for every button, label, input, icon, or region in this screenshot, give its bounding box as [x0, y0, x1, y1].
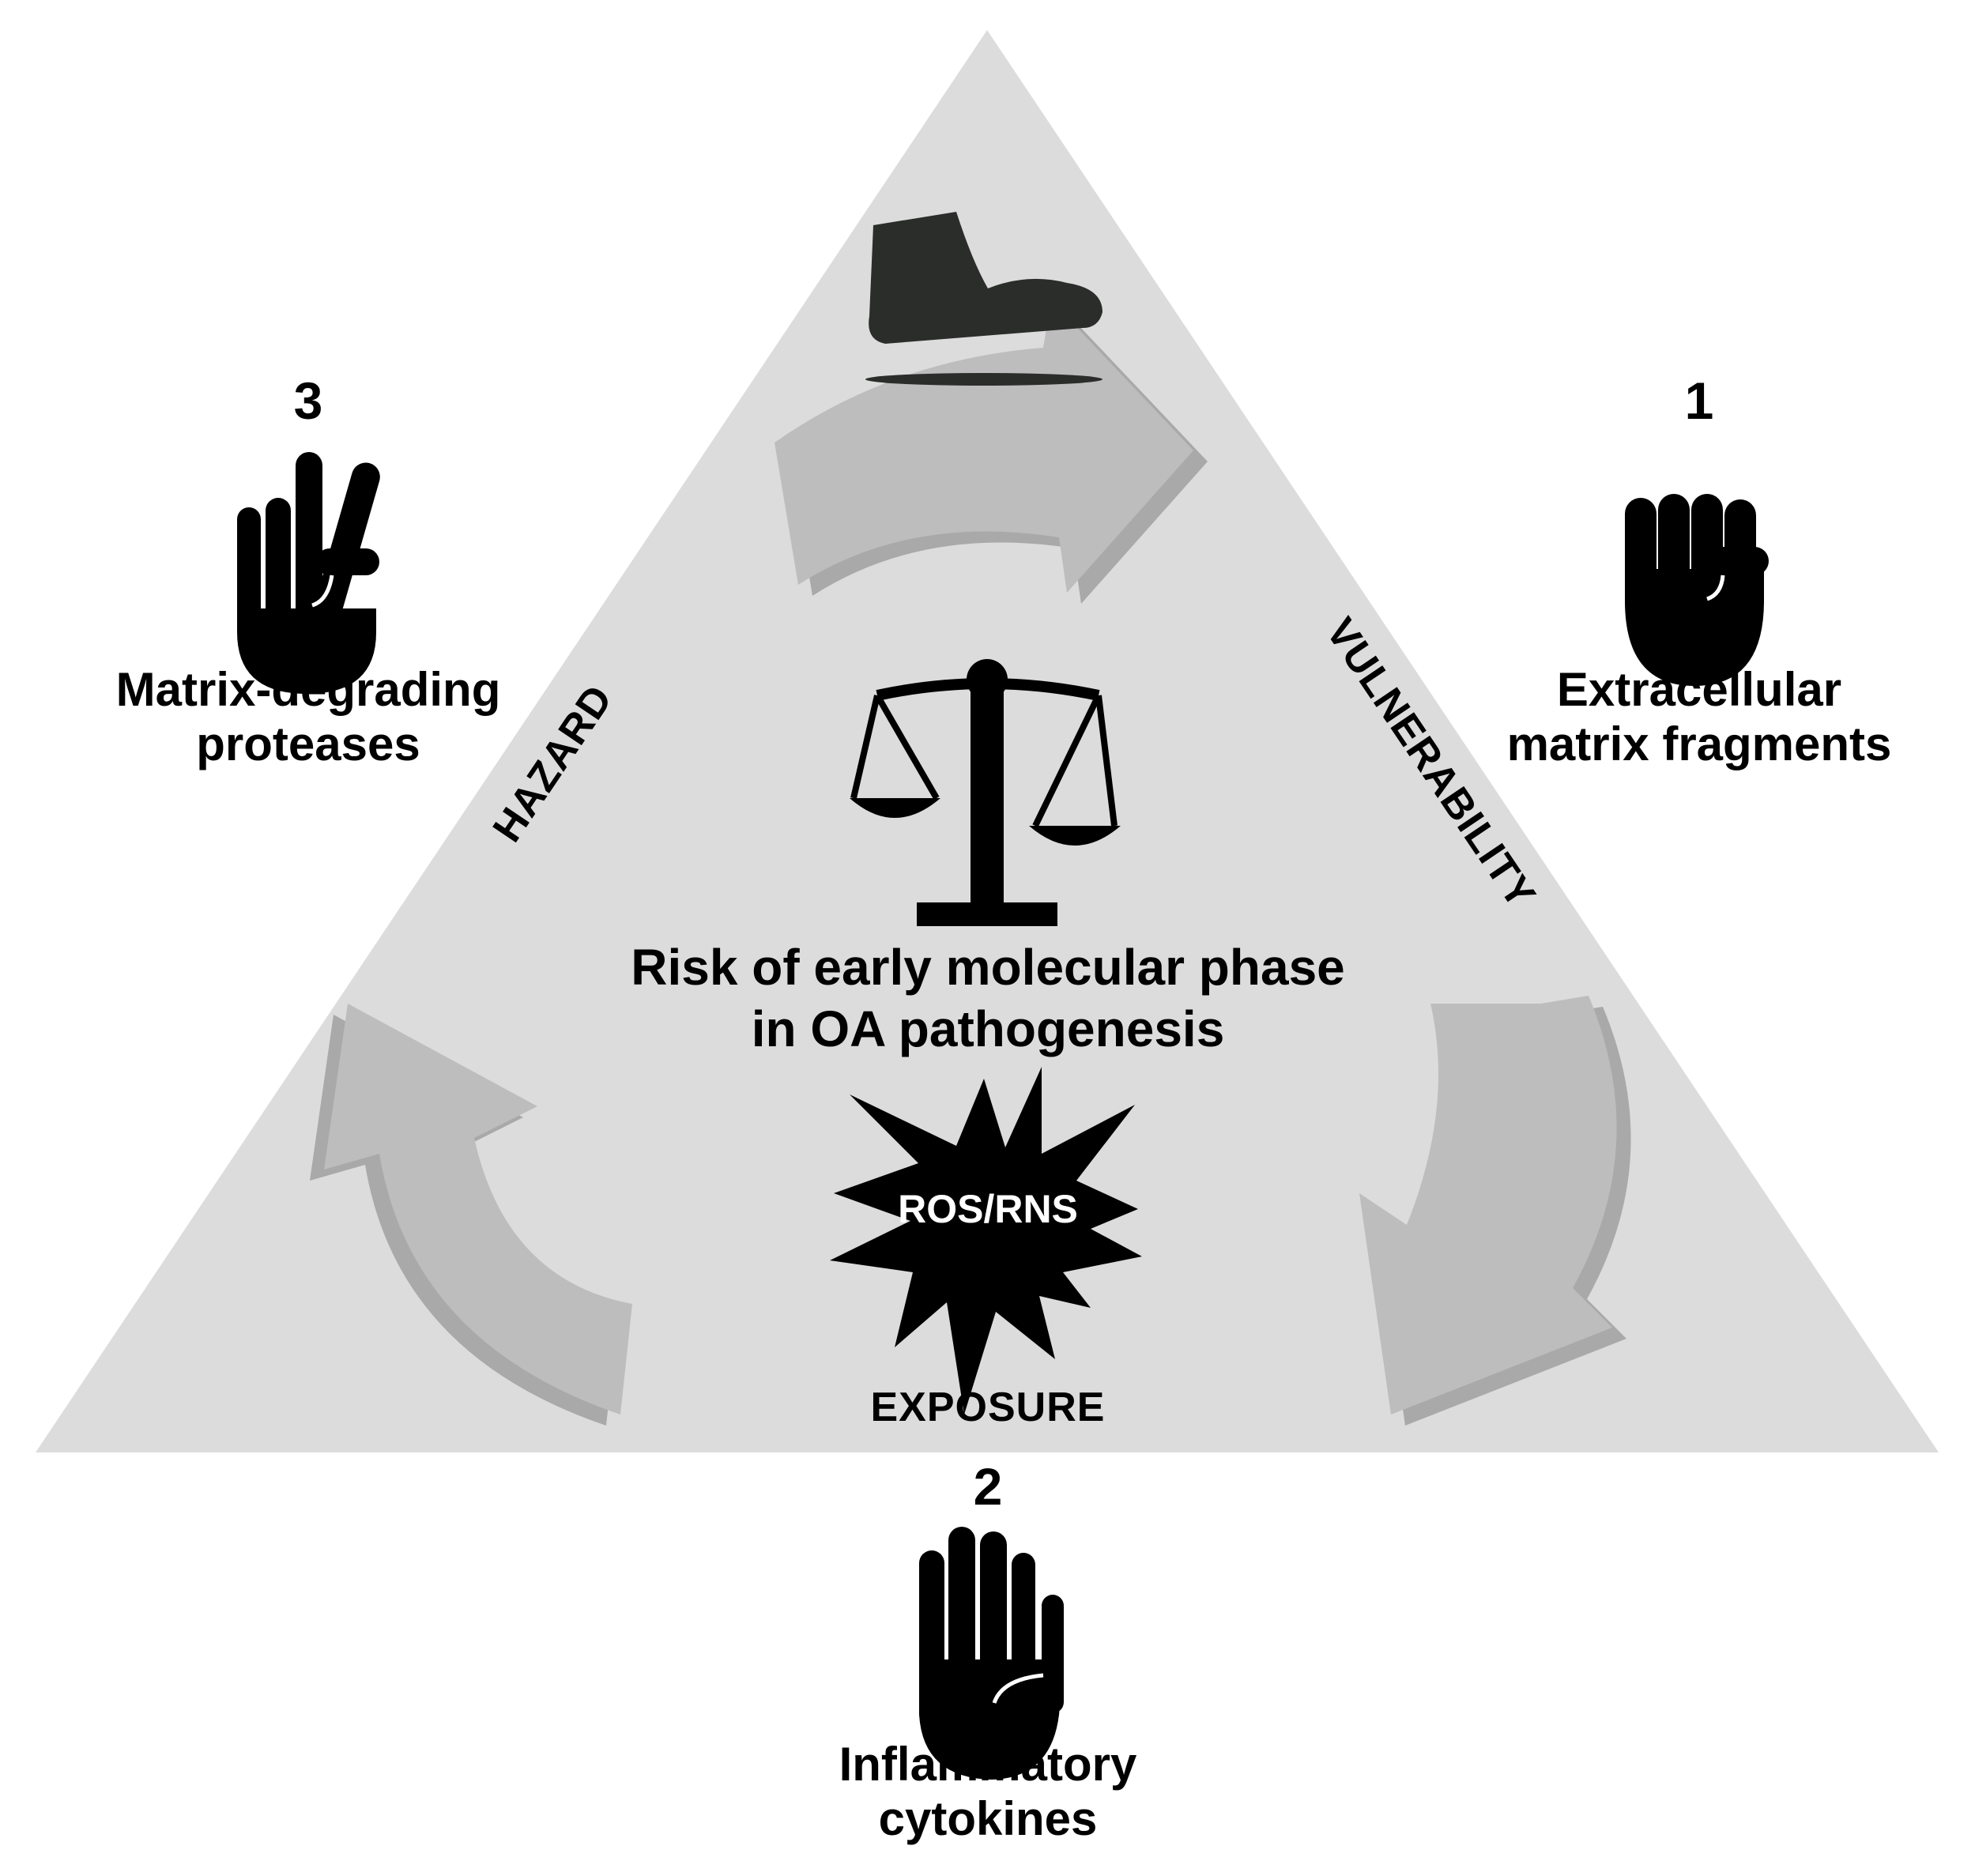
- cycle-arrow-right: [1359, 996, 1631, 1426]
- two-fingers-icon: [237, 452, 380, 694]
- factor-3-line2: proteases: [196, 718, 420, 770]
- factor-1-line2: matrix fragments: [1506, 718, 1892, 770]
- ros-rns-label: ROS/RNS: [898, 1187, 1078, 1231]
- factor-3-number: 3: [293, 371, 323, 430]
- cycle-arrow-top: [775, 300, 1208, 604]
- cycle-arrow-left: [310, 1004, 632, 1426]
- factor-2-line2: cytokines: [878, 1792, 1098, 1845]
- foot-icon: [865, 212, 1102, 386]
- fist-icon: [1625, 494, 1769, 686]
- factor-3-line1: Matrix-degrading: [115, 663, 501, 716]
- factor-2-number: 2: [973, 1457, 1003, 1516]
- factor-1-number: 1: [1684, 371, 1714, 430]
- center-title: Risk of early molecular phase in OA path…: [514, 936, 1462, 1060]
- factor-2-caption: Inflammatory cytokines: [711, 1737, 1265, 1846]
- balance-scale-icon: [850, 659, 1121, 926]
- exposure-label: EXPOSURE: [870, 1384, 1106, 1430]
- open-palm-icon: [919, 1527, 1064, 1780]
- factor-1-line1: Extracellular: [1556, 663, 1842, 716]
- center-title-line1: Risk of early molecular phase: [631, 939, 1345, 996]
- factor-2-line1: Inflammatory: [839, 1738, 1137, 1791]
- center-title-line2: in OA pathogenesis: [751, 1000, 1225, 1058]
- factor-3-caption: Matrix-degrading proteases: [63, 662, 553, 771]
- factor-1-caption: Extracellular matrix fragments: [1446, 662, 1952, 771]
- ros-rns-burst: [830, 1067, 1142, 1415]
